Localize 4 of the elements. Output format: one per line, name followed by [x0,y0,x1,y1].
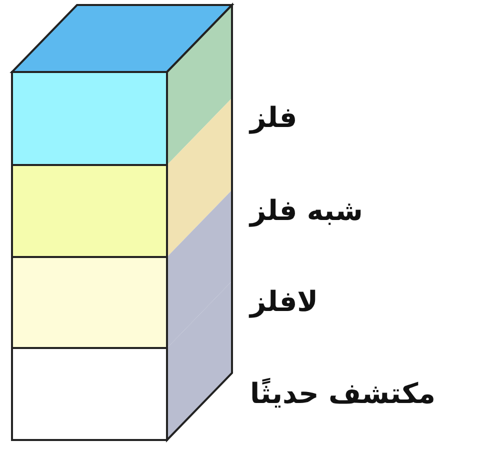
legend-label: لافلز [250,285,318,319]
legend-label: شبه فلز [250,194,363,228]
legend-label: فلز [250,101,298,135]
legend-label: مكتشف حديثًا [250,377,436,411]
